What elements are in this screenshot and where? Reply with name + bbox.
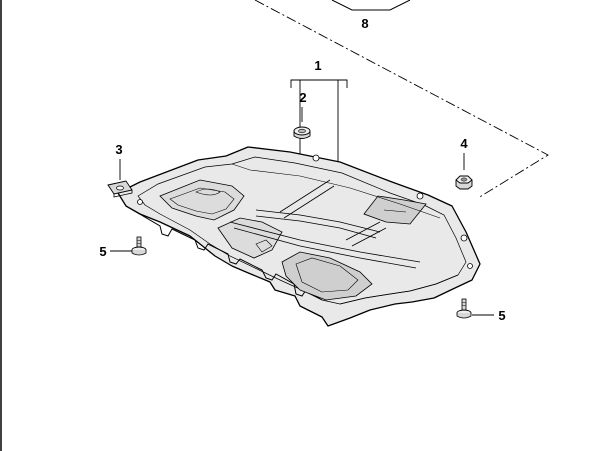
shield-front-lip xyxy=(125,205,323,301)
rib-right xyxy=(345,221,387,247)
callout-5-right: 5 xyxy=(498,308,505,323)
nut-part-4 xyxy=(455,175,473,190)
mount-hole-right xyxy=(460,234,468,242)
recess-left-oval xyxy=(195,188,221,196)
rib-center-long xyxy=(229,221,421,269)
callout-5-left: 5 xyxy=(99,244,106,259)
callout-8: 8 xyxy=(361,16,368,31)
rib-diagonal xyxy=(279,179,335,219)
recess-left-inner xyxy=(169,187,235,215)
rib-rear-border xyxy=(231,163,441,219)
raised-pad-rear-edge xyxy=(383,209,407,213)
raised-pad-rear xyxy=(363,195,427,225)
bolt-part-5-left xyxy=(131,236,147,256)
recess-front-center xyxy=(281,251,373,301)
underbody-shield-panel xyxy=(117,146,481,327)
shield-rear-lip xyxy=(339,274,459,305)
recess-middle-pad xyxy=(255,239,273,253)
mount-hole-left xyxy=(137,199,143,205)
callout-2: 2 xyxy=(299,90,306,105)
callout-3: 3 xyxy=(115,142,122,157)
callout-1-bracket xyxy=(290,79,348,88)
recess-front-center-inner xyxy=(295,257,359,293)
mount-hole-rear-right xyxy=(416,192,424,200)
grommet-part-2 xyxy=(293,126,311,139)
part-8-outline xyxy=(331,0,411,11)
callout-1: 1 xyxy=(314,58,321,73)
reference-dashed-line xyxy=(254,0,549,199)
bolt-part-5-right xyxy=(456,298,472,319)
shield-outline xyxy=(117,146,481,327)
mount-hole-rear-left xyxy=(312,154,320,162)
callout-4: 4 xyxy=(460,136,468,151)
mount-hole-right-lower xyxy=(467,263,473,269)
rib-center-horizontal xyxy=(255,209,381,239)
clip-nut-part-3 xyxy=(107,180,133,198)
